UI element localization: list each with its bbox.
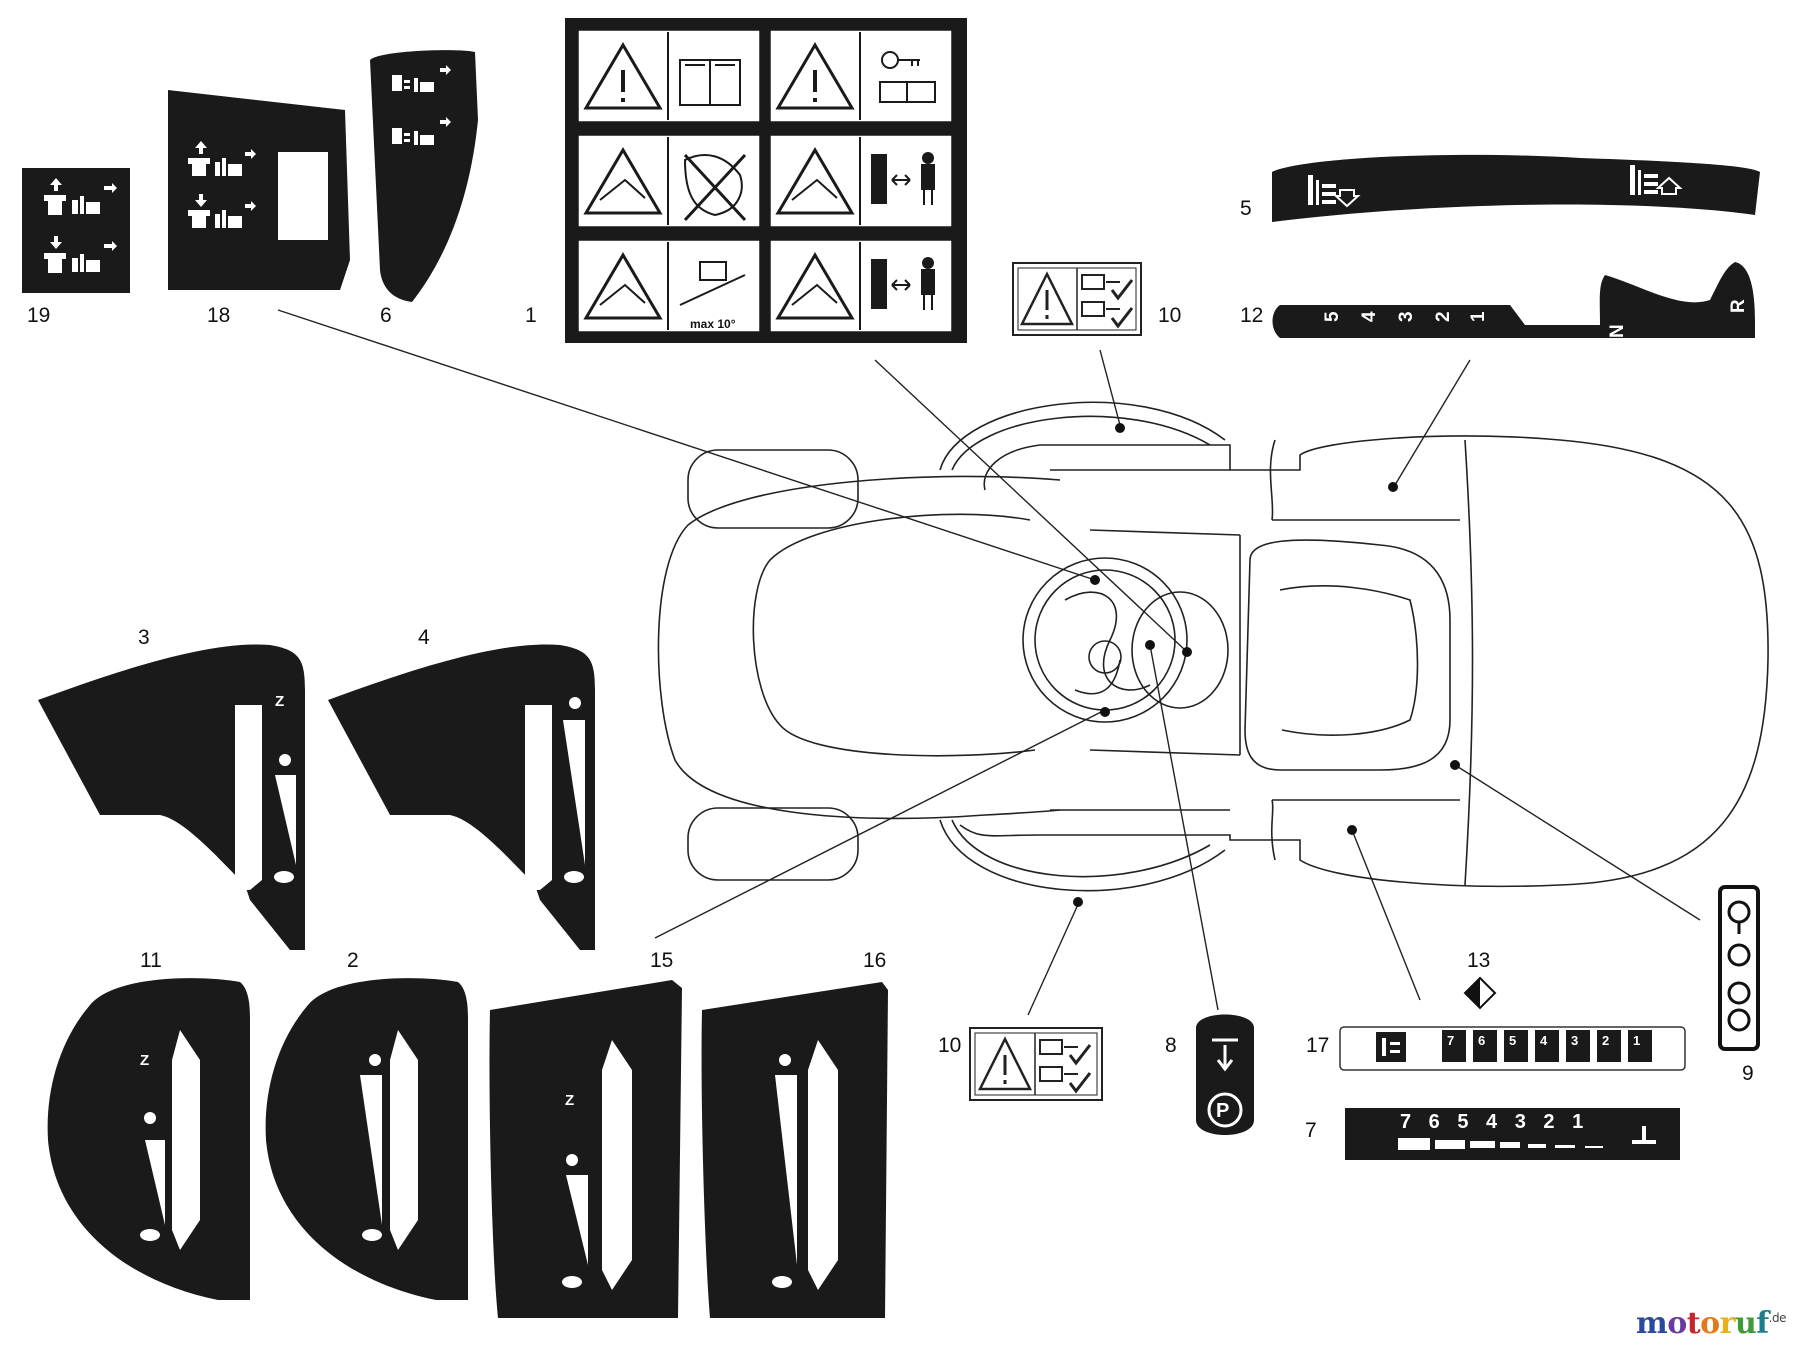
watermark-letter: r xyxy=(1719,1306,1736,1341)
callout-10-bottom: 10 xyxy=(938,1034,961,1057)
callout-labels: 19 18 6 1 10 12 5 3 4 11 2 15 16 13 10 8… xyxy=(27,197,1754,1142)
leader-dots xyxy=(1073,423,1460,907)
decal-11: Z xyxy=(47,978,250,1300)
gear-5: 5 xyxy=(1322,311,1343,322)
svg-text:Z: Z xyxy=(565,1092,574,1109)
step-2: 2 xyxy=(1602,1033,1609,1048)
decal-17: 7 6 5 4 3 2 1 xyxy=(1339,1026,1686,1071)
decal-10-top xyxy=(1012,262,1142,336)
tractor-outline xyxy=(657,401,1769,892)
callout-10-top: 10 xyxy=(1158,304,1181,327)
watermark-letter: t xyxy=(1686,1306,1701,1341)
gear-1: 1 xyxy=(1468,311,1489,322)
svg-text:Z: Z xyxy=(275,693,284,710)
callout-3: 3 xyxy=(138,626,150,649)
callout-1: 1 xyxy=(525,304,537,327)
svg-text:Z: Z xyxy=(140,1052,149,1069)
callout-15: 15 xyxy=(650,949,673,972)
step-5: 5 xyxy=(1509,1033,1516,1048)
decal-19 xyxy=(22,168,130,293)
decal-1: max 10° xyxy=(565,18,967,343)
svg-text:P: P xyxy=(1216,1100,1229,1122)
callout-4: 4 xyxy=(418,626,430,649)
callout-8: 8 xyxy=(1165,1034,1177,1057)
decal-9 xyxy=(1718,885,1760,1051)
step-7: 7 xyxy=(1447,1033,1454,1048)
decal-7-step-text: 7 6 5 4 3 2 1 xyxy=(1400,1111,1589,1133)
decal-12-gear-labels: 5 4 3 2 1 N R xyxy=(1322,299,1749,338)
decal-5 xyxy=(1272,154,1760,222)
callout-13: 13 xyxy=(1467,949,1490,972)
step-4: 4 xyxy=(1540,1033,1548,1048)
decal-10-bottom xyxy=(969,1027,1103,1101)
watermark-letter: m xyxy=(1636,1306,1668,1341)
decal-7: 7 6 5 4 3 2 1 xyxy=(1345,1108,1680,1160)
callout-6: 6 xyxy=(380,304,392,327)
watermark-letter: f xyxy=(1756,1306,1769,1341)
step-1: 1 xyxy=(1633,1033,1640,1048)
callout-12: 12 xyxy=(1240,304,1263,327)
watermark-logo: motoruf.de xyxy=(1636,1306,1787,1341)
watermark-tld: .de xyxy=(1768,1311,1787,1325)
gear-R: R xyxy=(1728,299,1749,313)
decal-15: Z xyxy=(489,980,682,1318)
decal-16 xyxy=(701,982,888,1318)
gear-N: N xyxy=(1607,324,1628,338)
decal-3: Z xyxy=(38,644,305,950)
callout-11: 11 xyxy=(140,949,162,972)
watermark-letter: o xyxy=(1700,1306,1720,1341)
decal-4 xyxy=(328,644,595,950)
decal-18 xyxy=(168,90,350,290)
callout-2: 2 xyxy=(347,949,359,972)
callout-19: 19 xyxy=(27,304,50,327)
decal-17-steps: 7 6 5 4 3 2 1 xyxy=(1442,1030,1652,1062)
watermark-brand: motoruf xyxy=(1636,1306,1769,1341)
decal-13 xyxy=(1463,976,1497,1010)
gear-3: 3 xyxy=(1396,311,1417,322)
callout-9: 9 xyxy=(1742,1062,1754,1085)
gear-4: 4 xyxy=(1359,311,1380,322)
callout-5: 5 xyxy=(1240,197,1252,220)
callout-18: 18 xyxy=(207,304,230,327)
decal-2 xyxy=(265,978,468,1300)
decal-8: P xyxy=(1196,1014,1254,1135)
gear-2: 2 xyxy=(1433,311,1454,322)
step-6: 6 xyxy=(1478,1033,1485,1048)
decal-1-slope-text: max 10° xyxy=(690,317,736,331)
callout-17: 17 xyxy=(1306,1034,1329,1057)
watermark-letter: o xyxy=(1667,1306,1687,1341)
step-3: 3 xyxy=(1571,1033,1578,1048)
decal-12: 5 4 3 2 1 N R xyxy=(1272,262,1755,338)
callout-7: 7 xyxy=(1305,1119,1317,1142)
watermark-letter: u xyxy=(1734,1306,1757,1341)
callout-16: 16 xyxy=(863,949,886,972)
decal-6 xyxy=(370,50,478,302)
leader-lines xyxy=(277,309,1701,1016)
